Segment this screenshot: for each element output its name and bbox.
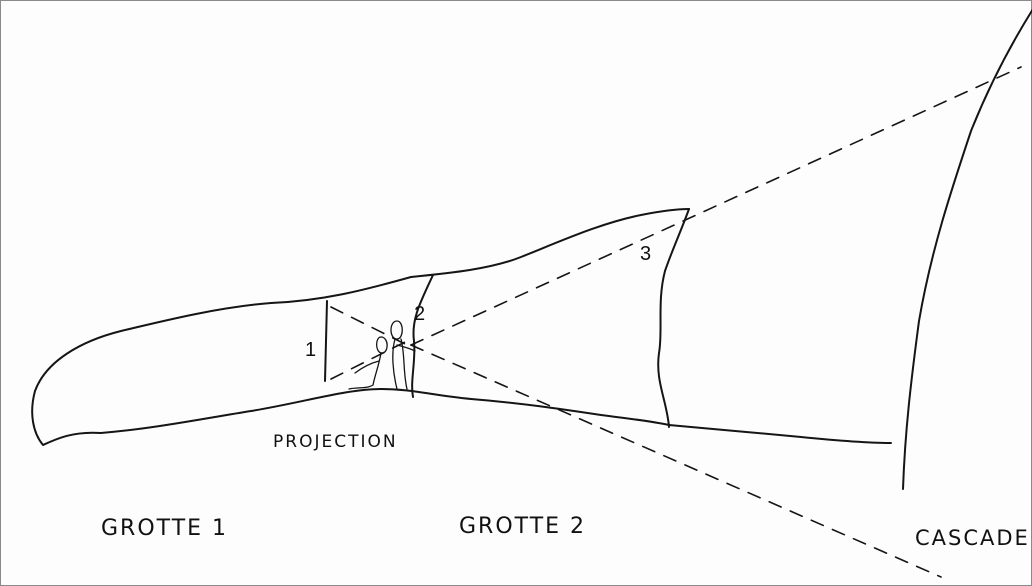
grotte-2-floor (470, 398, 670, 426)
sight-line-to-cascade-top (410, 66, 1022, 346)
label-grotte-1: GROTTE 1 (101, 516, 228, 541)
ground-line (668, 424, 892, 444)
marker-1: 1 (305, 339, 316, 361)
projection-ray-upper (330, 306, 412, 348)
marker-2: 2 (414, 303, 425, 325)
marker-3: 3 (640, 243, 651, 265)
label-grotte-2: GROTTE 2 (459, 514, 586, 539)
projection-screen (324, 300, 328, 382)
grotte-2-back-wall (657, 208, 690, 428)
sight-line-to-cascade-bottom (410, 344, 942, 578)
viewer-figures (348, 320, 416, 390)
cascade-cliff (902, 8, 1032, 490)
label-projection: PROJECTION (273, 432, 398, 452)
grotte-1-outline (31, 276, 472, 446)
label-cascade: CASCADE (915, 526, 1030, 550)
grotte-divider-wall (411, 274, 434, 398)
grotte-2-upper-wall (410, 208, 690, 278)
